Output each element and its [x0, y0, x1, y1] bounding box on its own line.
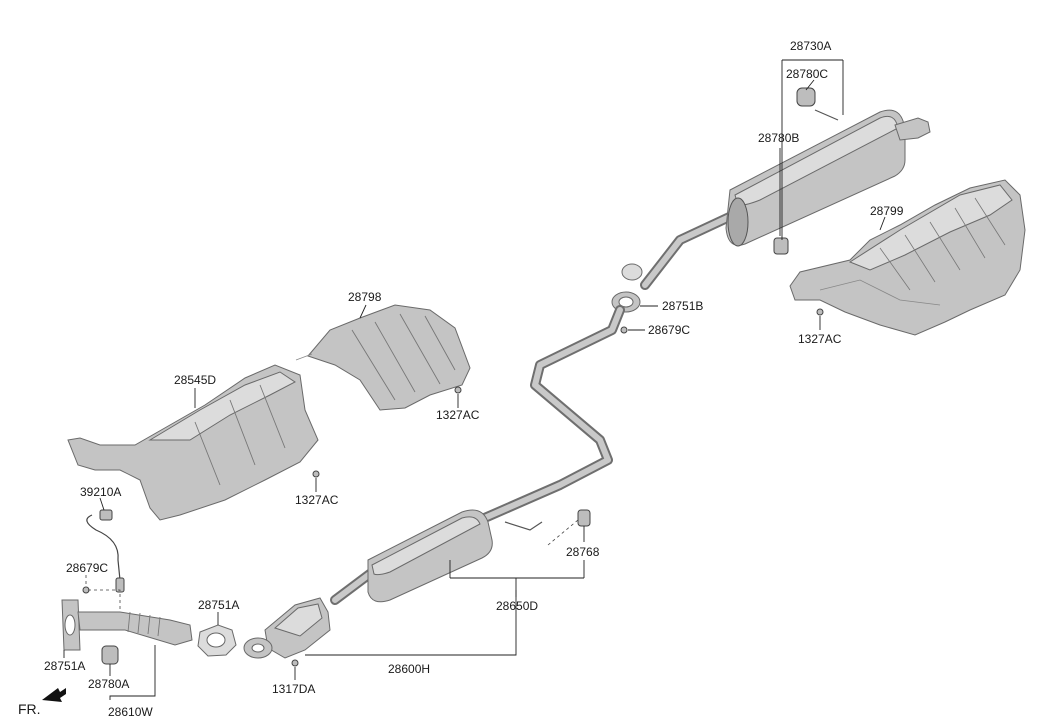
center-muffler[interactable] — [330, 509, 591, 605]
nut-1327AC-right[interactable] — [816, 308, 824, 316]
label-28751A-flange: 28751A — [44, 659, 85, 673]
label-39210A: 39210A — [80, 485, 121, 499]
leader-lines — [63, 59, 886, 700]
front-arrow-icon — [42, 688, 66, 702]
label-1317DA: 1317DA — [272, 682, 315, 696]
rear-muffler[interactable] — [640, 87, 931, 290]
label-28545D: 28545D — [174, 373, 216, 387]
label-28780B: 28780B — [758, 131, 799, 145]
heat-shield-rear[interactable] — [789, 179, 1026, 336]
hanger-rubber-28768[interactable] — [577, 509, 591, 527]
gasket-28751A[interactable] — [197, 624, 237, 657]
front-flex-pipe[interactable] — [61, 599, 193, 665]
nut-1327AC-left[interactable] — [312, 470, 320, 478]
label-1327AC-right: 1327AC — [798, 332, 842, 346]
center-pipe[interactable] — [475, 305, 625, 525]
nut-1317DA[interactable] — [291, 659, 299, 667]
label-28768: 28768 — [566, 545, 600, 559]
label-28799: 28799 — [870, 204, 904, 218]
label-28751B: 28751B — [662, 299, 703, 313]
label-28798: 28798 — [348, 290, 382, 304]
label-28730A: 28730A — [790, 39, 831, 53]
label-28679C-right: 28679C — [648, 323, 690, 337]
label-28610W: 28610W — [108, 705, 153, 719]
label-28679C-left: 28679C — [66, 561, 108, 575]
heat-shield-center[interactable] — [295, 304, 471, 411]
part-labels: 28730A 28780C 28780B 28799 1327AC 28751B… — [44, 39, 904, 719]
nut-1327AC-mid[interactable] — [454, 386, 462, 394]
catalytic-converter[interactable] — [243, 597, 331, 659]
hanger-rubber-28780C[interactable] — [796, 87, 816, 107]
label-28751A-gasket: 28751A — [198, 598, 239, 612]
oxygen-sensor[interactable] — [86, 509, 125, 593]
label-28780C: 28780C — [786, 67, 828, 81]
nut-28679C-right[interactable] — [620, 326, 628, 334]
front-direction-indicator: FR. — [18, 688, 66, 717]
label-1327AC-left: 1327AC — [295, 493, 339, 507]
front-direction-label: FR. — [18, 701, 41, 717]
heat-shield-front[interactable] — [67, 364, 319, 521]
label-28780A: 28780A — [88, 677, 129, 691]
hanger-rubber-28780A[interactable] — [101, 645, 119, 665]
hanger-rubber-28780B[interactable] — [773, 237, 789, 255]
gasket-28751B[interactable] — [611, 263, 643, 313]
label-28650D: 28650D — [496, 599, 538, 613]
label-1327AC-mid: 1327AC — [436, 408, 480, 422]
label-28600H: 28600H — [388, 662, 430, 676]
